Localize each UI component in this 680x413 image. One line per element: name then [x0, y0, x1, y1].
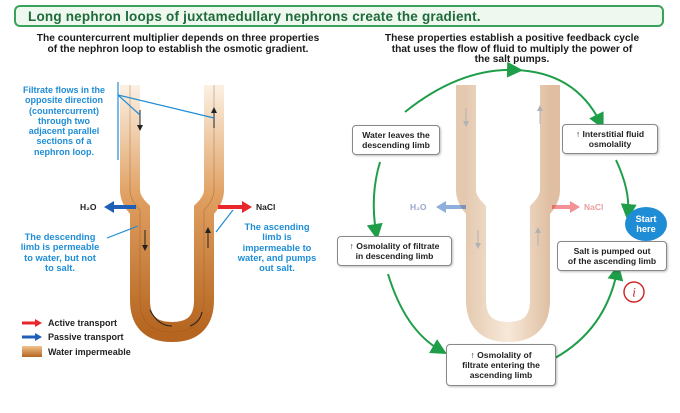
descending-note: The descending limb is permeable to wate…: [12, 232, 108, 273]
box-line: filtrate entering the: [462, 360, 540, 370]
left-nacl-label: NaCl: [256, 202, 276, 212]
box-osmolality-descending: ↑ Osmolality of filtrate in descending l…: [337, 236, 452, 266]
right-h2o-arrow: [436, 201, 466, 213]
box-line: ↑ Osmolality of filtrate: [349, 241, 440, 251]
box-interstitial-osmolality: ↑ Interstitial fluid osmolality: [562, 124, 658, 154]
note-line: adjacent parallel: [28, 126, 100, 137]
box-line: ↑ Interstitial fluid: [575, 129, 645, 139]
title-banner: Long nephron loops of juxtamedullary nep…: [14, 5, 664, 27]
legend-passive-label: Passive transport: [48, 332, 124, 342]
note-line: out salt.: [259, 263, 295, 274]
descending-pointer: [106, 225, 139, 239]
ascending-note: The ascending limb is impermeable to wat…: [228, 222, 326, 273]
note-line: limb is permeable: [20, 242, 100, 253]
note-line: water, and pumps: [237, 252, 317, 263]
right-nephron-loop: [456, 85, 560, 343]
right-subtitle-line: that uses the flow of fluid to multiply …: [391, 43, 633, 55]
box-line: osmolality: [588, 139, 632, 149]
note-line: to salt.: [45, 262, 75, 273]
right-subtitle-line: the salt pumps.: [474, 54, 550, 65]
box-line: Salt is pumped out: [573, 246, 651, 256]
right-subtitle: These properties establish a positive fe…: [362, 33, 662, 66]
annotation-letter: i: [632, 285, 636, 300]
note-line: to water, but not: [24, 252, 96, 263]
box-osmolality-entering: ↑ Osmolality of filtrate entering the as…: [446, 344, 556, 386]
badge-line: here: [636, 224, 656, 234]
box-line: ↑ Osmolality of: [470, 350, 532, 360]
note-line: The ascending: [244, 222, 310, 232]
legend-active-label: Active transport: [48, 318, 118, 328]
annotation-circle: [623, 281, 645, 303]
left-subtitle: The countercurrent multiplier depends on…: [18, 33, 338, 55]
note-line: nephron loop.: [34, 146, 94, 157]
box-line: of the ascending limb: [567, 256, 657, 266]
note-line: through two: [38, 115, 90, 126]
note-line: impermeable to: [242, 242, 312, 253]
left-subtitle-line: of the nephron loop to establish the osm…: [47, 43, 309, 55]
box-line: Water leaves the: [362, 130, 430, 140]
start-here-badge: Start here: [625, 207, 667, 241]
box-water-leaves: Water leaves the descending limb: [352, 125, 440, 155]
left-nephron-loop: [120, 85, 224, 343]
left-nacl-arrow: [218, 201, 252, 213]
filtrate-pointer-lines: [117, 82, 215, 160]
filtrate-note: Filtrate flows in the opposite direction…: [12, 85, 116, 157]
feedback-cycle: [366, 61, 637, 365]
legend-active-arrow: [22, 319, 42, 327]
box-line: in descending limb: [355, 251, 434, 261]
left-subtitle-line: The countercurrent multiplier depends on…: [36, 33, 320, 44]
right-nacl-arrow: [552, 201, 580, 213]
note-line: limb is: [262, 232, 292, 243]
box-salt-pumped: Salt is pumped out of the ascending limb: [557, 241, 667, 271]
right-h2o-label: H₂O: [410, 202, 427, 212]
note-line: Filtrate flows in the: [22, 85, 105, 95]
note-line: (countercurrent): [28, 105, 99, 116]
banner-title: Long nephron loops of juxtamedullary nep…: [28, 9, 481, 24]
left-h2o-arrow: [104, 201, 136, 213]
legend-impermeable-swatch: [22, 346, 42, 357]
badge-line: Start: [635, 213, 657, 224]
right-subtitle-line: These properties establish a positive fe…: [384, 33, 640, 44]
note-line: opposite direction: [24, 95, 103, 106]
left-h2o-label: H₂O: [80, 202, 97, 212]
ascending-pointer: [215, 209, 234, 233]
note-line: The descending: [24, 232, 96, 242]
legend-impermeable-label: Water impermeable: [48, 347, 131, 357]
right-nacl-label: NaCl: [584, 202, 604, 212]
legend-passive-arrow: [22, 333, 42, 341]
box-line: ascending limb: [469, 370, 533, 380]
note-line: sections of a: [36, 136, 92, 147]
box-line: descending limb: [362, 140, 430, 150]
